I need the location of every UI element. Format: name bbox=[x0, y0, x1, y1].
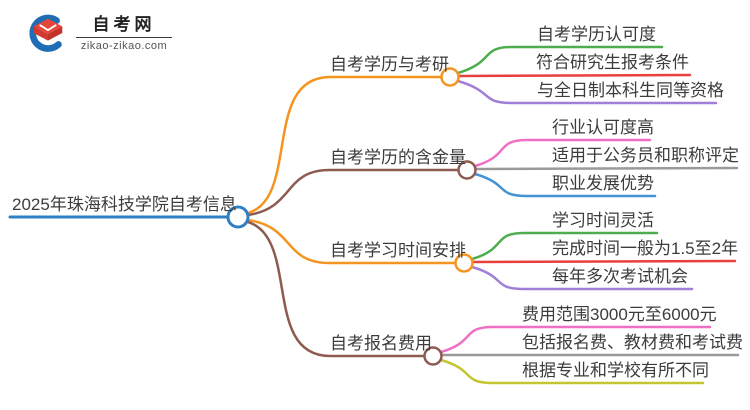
branch2-toggle-circle[interactable] bbox=[457, 160, 477, 180]
branch4-child3-underline bbox=[439, 358, 705, 385]
branch2-child3-underline bbox=[473, 172, 657, 198]
branch2-child3-label: 职业发展优势 bbox=[552, 174, 654, 193]
site-name: 自考网 bbox=[92, 14, 156, 34]
root-toggle-circle[interactable] bbox=[226, 205, 250, 229]
branch3-toggle-circle[interactable] bbox=[454, 253, 474, 273]
site-url: zikao-zikao.com bbox=[80, 39, 168, 52]
branch4-child1-underline bbox=[439, 325, 712, 354]
branch3-child3-underline bbox=[470, 265, 694, 291]
branch2-child1-underline bbox=[473, 138, 652, 168]
site-logo: 自考网 zikao-zikao.com bbox=[26, 12, 172, 54]
branch1-toggle-circle[interactable] bbox=[440, 67, 460, 87]
branch3-connector bbox=[246, 218, 457, 265]
branch1-child2-underline bbox=[457, 73, 692, 78]
branch1-child1-label: 自考学历认可度 bbox=[537, 25, 656, 44]
branch1-child1-underline bbox=[456, 45, 664, 75]
branch3-child2-label: 完成时间一般为1.5至2年 bbox=[552, 239, 739, 258]
root-node-label: 2025年珠海科技学院自考信息 bbox=[12, 195, 237, 214]
branch1-child2-label: 符合研究生报考条件 bbox=[536, 53, 689, 72]
logo-divider bbox=[76, 36, 172, 38]
branch3-child3-label: 每年多次考试机会 bbox=[552, 267, 688, 286]
branch2-child1-label: 行业认可度高 bbox=[552, 118, 654, 137]
branch1-child3-underline bbox=[456, 79, 718, 105]
branch3-label: 自考学习时间安排 bbox=[330, 241, 466, 260]
branch2-child2-underline bbox=[474, 166, 739, 171]
branch4-child3-label: 根据专业和学校有所不同 bbox=[522, 361, 709, 380]
branch2-connector bbox=[246, 168, 460, 217]
logo-text-block: 自考网 zikao-zikao.com bbox=[76, 15, 172, 52]
branch3-child1-label: 学习时间灵活 bbox=[552, 211, 654, 230]
branch4-toggle-circle[interactable] bbox=[423, 346, 443, 366]
branch1-child3-label: 与全日制本科生同等资格 bbox=[537, 81, 724, 100]
branch2-label: 自考学历的含金量 bbox=[330, 148, 466, 167]
branch3-child2-underline bbox=[471, 259, 737, 264]
branch1-connector bbox=[246, 75, 443, 215]
branch2-child2-label: 适用于公务员和职称评定 bbox=[552, 146, 739, 165]
graduation-cap-icon bbox=[29, 14, 63, 52]
branch4-label: 自考报名费用 bbox=[330, 334, 432, 353]
branch4-child1-label: 费用范围3000元至6000元 bbox=[522, 305, 717, 324]
branch4-child2-label: 包括报名费、教材费和考试费 bbox=[522, 333, 743, 352]
branch4-connector bbox=[246, 220, 426, 358]
branch1-label: 自考学历与考研 bbox=[330, 55, 449, 74]
branch3-child1-underline bbox=[470, 231, 659, 261]
